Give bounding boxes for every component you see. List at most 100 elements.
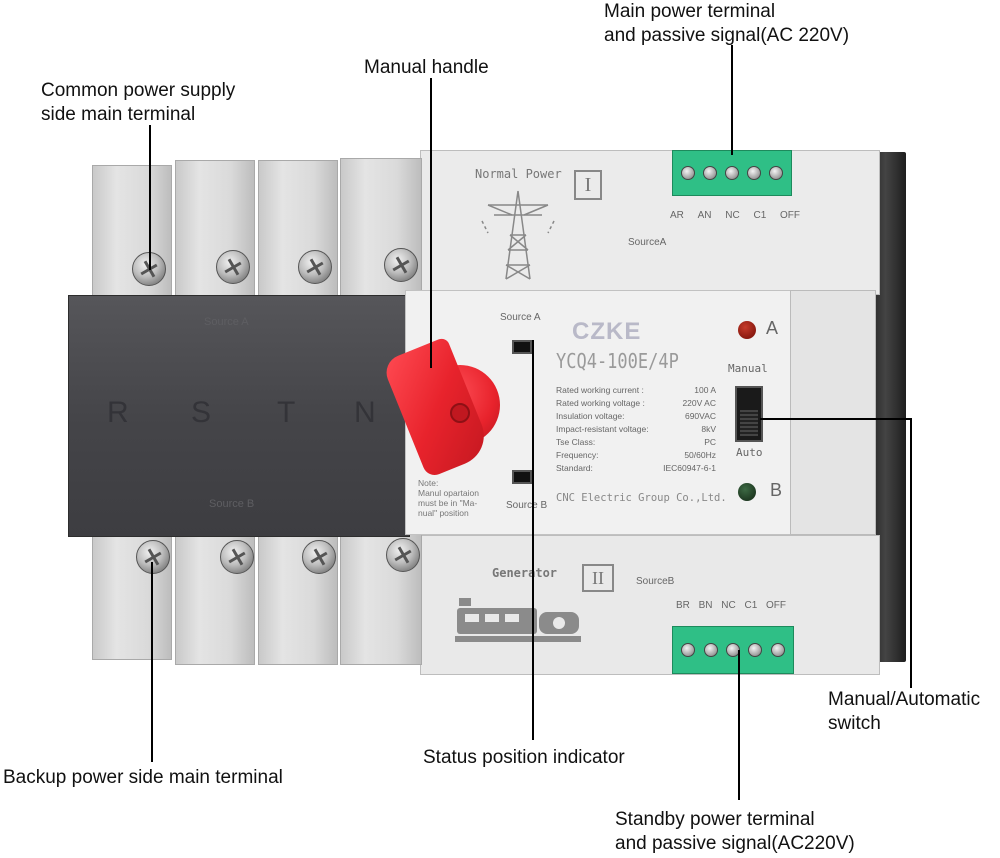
- spec-value: PC: [704, 437, 716, 447]
- callout-standby-power: Standby power terminal and passive signa…: [615, 808, 855, 856]
- screw-icon: [220, 540, 254, 574]
- source-b-roman: II: [592, 567, 604, 588]
- indicator-b-label: B: [770, 480, 783, 500]
- spec-value: 220V AC: [682, 398, 716, 408]
- callout-backup-power: Backup power side main terminal: [3, 767, 283, 788]
- terminal-label: OFF: [766, 600, 786, 611]
- note-line: must be in "Ma-: [418, 498, 478, 508]
- cover-phase-t: T: [277, 396, 296, 429]
- terminal-label: OFF: [780, 210, 800, 221]
- note-line: nual" position: [418, 508, 469, 518]
- callout-status-indicator: Status position indicator: [423, 747, 625, 768]
- terminal-label: BN: [698, 600, 713, 611]
- cover-phase-s: S: [191, 396, 212, 429]
- callout-common-power: Common power supply side main terminal: [41, 79, 235, 127]
- auto-label: Auto: [736, 446, 763, 459]
- terminal-screw-icon: [725, 166, 739, 180]
- callout-line: and passive signal(AC220V): [615, 833, 855, 854]
- leader-line-manual-handle: [430, 78, 432, 368]
- terminal-screw-icon: [770, 643, 785, 657]
- source-a-terminal-labels: AR AN NC C1 OFF: [670, 210, 800, 221]
- source-b-terminal-block[interactable]: [672, 626, 794, 674]
- spec-value: 8kV: [701, 424, 716, 434]
- window-b-label: Source B: [506, 500, 548, 511]
- terminal-label: BR: [676, 600, 690, 611]
- terminal-screw-icon: [681, 166, 695, 180]
- note-line: Manul opartaion: [418, 488, 479, 498]
- generator-icon: [455, 598, 581, 642]
- normal-power-label: Normal Power: [475, 167, 562, 181]
- cover-phase-r: R: [107, 396, 129, 429]
- spec-value: 100 A: [694, 385, 716, 395]
- terminal-screw-icon: [703, 643, 718, 657]
- spec-label: Insulation voltage:: [556, 411, 625, 421]
- source-a-terminal-block[interactable]: [672, 150, 792, 196]
- screw-icon: [384, 248, 418, 282]
- spec-label: Impact-resistant voltage:: [556, 424, 649, 434]
- spec-value: IEC60947-6-1: [663, 463, 716, 473]
- terminal-screw-icon: [703, 166, 717, 180]
- source-b-roman-box: II: [582, 564, 614, 592]
- cover-phase-n: N: [354, 396, 376, 429]
- screw-icon: [298, 250, 332, 284]
- manual-handle[interactable]: [381, 335, 505, 480]
- callout-manual-auto-switch: Manual/Automatic switch: [828, 688, 980, 736]
- leader-line-main-power: [731, 45, 733, 155]
- source-a-roman: I: [584, 173, 592, 196]
- indicator-a-label: A: [766, 318, 779, 338]
- leader-line-backup-power: [151, 562, 153, 762]
- terminal-screw-icon: [681, 643, 696, 657]
- screw-icon: [302, 540, 336, 574]
- manual-auto-switch[interactable]: [735, 386, 763, 442]
- note-line: Note:: [418, 478, 439, 488]
- status-window-a: [512, 340, 532, 354]
- callout-line: Common power supply: [41, 80, 236, 101]
- callout-line: side main terminal: [41, 104, 196, 125]
- spec-row: Impact-resistant voltage: 8kV: [556, 423, 716, 436]
- terminal-label: NC: [725, 210, 740, 221]
- source-b-terminal-labels: BR BN NC C1 OFF: [676, 600, 786, 611]
- spec-label: Tse Class:: [556, 437, 596, 447]
- screw-icon: [136, 540, 170, 574]
- leader-line-common-power: [149, 125, 151, 270]
- callout-line: Manual/Automatic: [828, 689, 981, 710]
- spec-row: Rated working voltage : 220V AC: [556, 397, 716, 410]
- terminal-screw-icon: [769, 166, 783, 180]
- indicator-b-light: [738, 483, 756, 501]
- cover-source-a-text: Source A: [204, 316, 249, 328]
- leader-line-switch-v: [910, 418, 912, 688]
- callout-main-power-terminal: Main power terminal and passive signal(A…: [604, 0, 849, 48]
- phase-cover: Source A R S T N Source B: [68, 295, 410, 537]
- callout-line: Standby power terminal: [615, 809, 815, 830]
- spec-label: Frequency:: [556, 450, 599, 460]
- screw-icon: [216, 250, 250, 284]
- leader-line-status: [532, 340, 534, 740]
- source-a-roman-box: I: [574, 170, 602, 200]
- source-b-label: SourceB: [636, 576, 675, 587]
- terminal-label: C1: [744, 600, 758, 611]
- lower-module: [420, 535, 880, 675]
- callout-manual-handle: Manual handle: [364, 57, 489, 78]
- spec-row: Tse Class: PC: [556, 436, 716, 449]
- spec-label: Rated working voltage :: [556, 398, 645, 408]
- handle-hole: [450, 403, 470, 423]
- terminal-label: NC: [721, 600, 736, 611]
- switch-slider: [740, 410, 758, 436]
- side-module: [790, 290, 876, 535]
- operation-note: Note: Manul opartaion must be in "Ma- nu…: [418, 478, 479, 518]
- terminal-screw-icon: [748, 643, 763, 657]
- manufacturer: CNC Electric Group Co.,Ltd.: [556, 492, 727, 504]
- cover-source-b-text: Source B: [209, 498, 255, 510]
- leader-line-switch-h: [760, 418, 912, 420]
- leader-line-standby-power: [738, 650, 740, 800]
- spec-list: Rated working current :100 A Rated worki…: [556, 384, 716, 475]
- model-number: YCQ4-100E/4P: [556, 350, 679, 374]
- terminal-label: AN: [697, 210, 712, 221]
- generator-label: Generator: [492, 566, 558, 580]
- window-a-label: Source A: [500, 312, 541, 323]
- terminal-screw-icon: [747, 166, 761, 180]
- spec-row: Rated working current :100 A: [556, 384, 716, 397]
- screw-icon: [386, 538, 420, 572]
- status-window-b: [512, 470, 532, 484]
